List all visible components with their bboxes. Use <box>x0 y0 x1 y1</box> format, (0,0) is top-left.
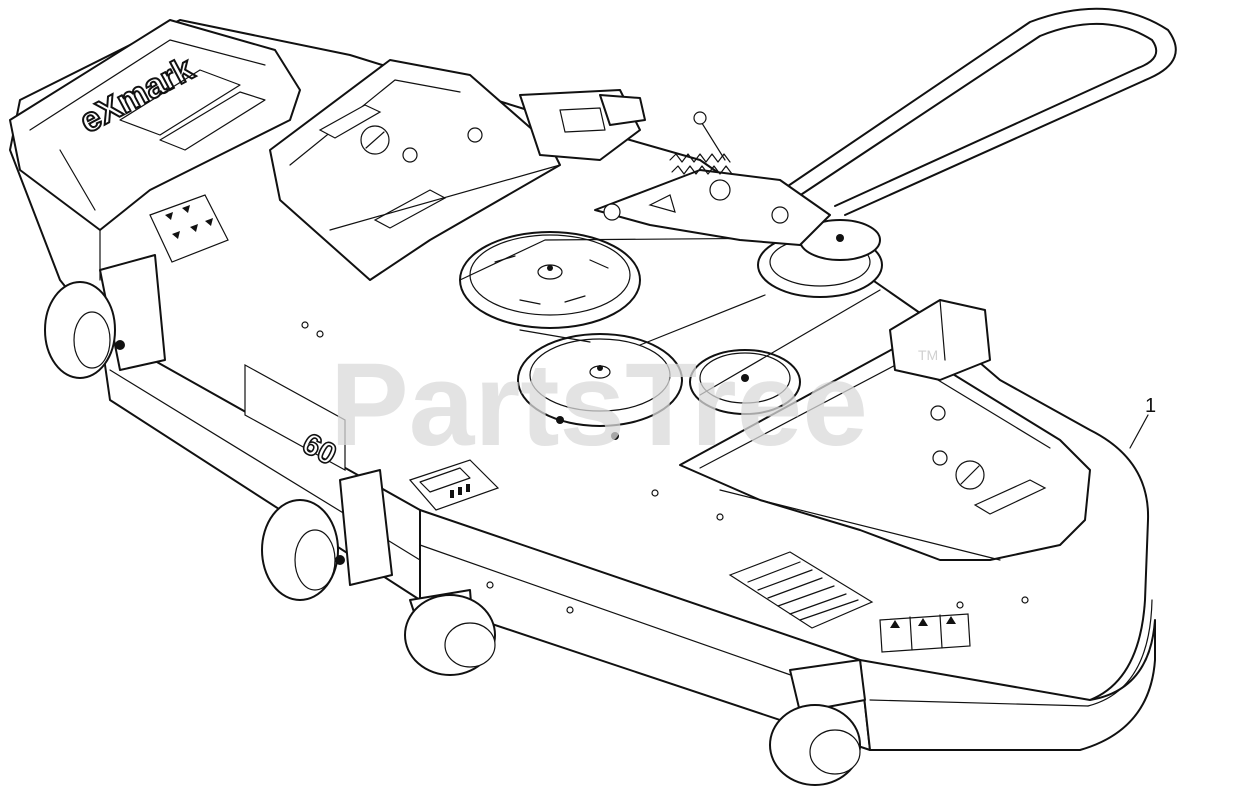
right-rear-bracket <box>889 299 991 381</box>
pulley-center-spindle <box>517 333 683 440</box>
callout-leader-line <box>1129 414 1149 449</box>
watermark-tm: TM <box>918 347 938 363</box>
wheel-front-middle <box>404 589 496 676</box>
pulley-right-idler <box>689 349 801 415</box>
watermark: PartsTree TM <box>330 339 938 471</box>
callout-1: 1 <box>1129 395 1156 449</box>
pulley-left-spindle <box>459 231 641 329</box>
left-spindle-cover <box>269 59 561 281</box>
callout-number: 1 <box>1145 395 1156 417</box>
deck-belt <box>459 237 881 396</box>
mounting-holes <box>301 321 1029 614</box>
warning-decal-left <box>149 194 229 263</box>
left-baffle: eXmark <box>9 19 301 281</box>
height-adjust-decal <box>728 551 874 629</box>
warning-decal-front <box>408 459 500 511</box>
tension-spring <box>669 111 733 175</box>
wheel-left-front <box>261 469 393 601</box>
drive-belt <box>759 7 1177 216</box>
watermark-text: PartsTree <box>330 339 868 471</box>
wheel-left-rear <box>44 254 166 379</box>
pulley-rear-idler <box>757 219 883 298</box>
wheel-front-right <box>769 659 866 786</box>
warning-decal-skirt <box>879 613 971 653</box>
model-plate: 60 <box>244 363 346 473</box>
center-bracket <box>519 89 646 161</box>
idler-arm <box>594 169 831 246</box>
